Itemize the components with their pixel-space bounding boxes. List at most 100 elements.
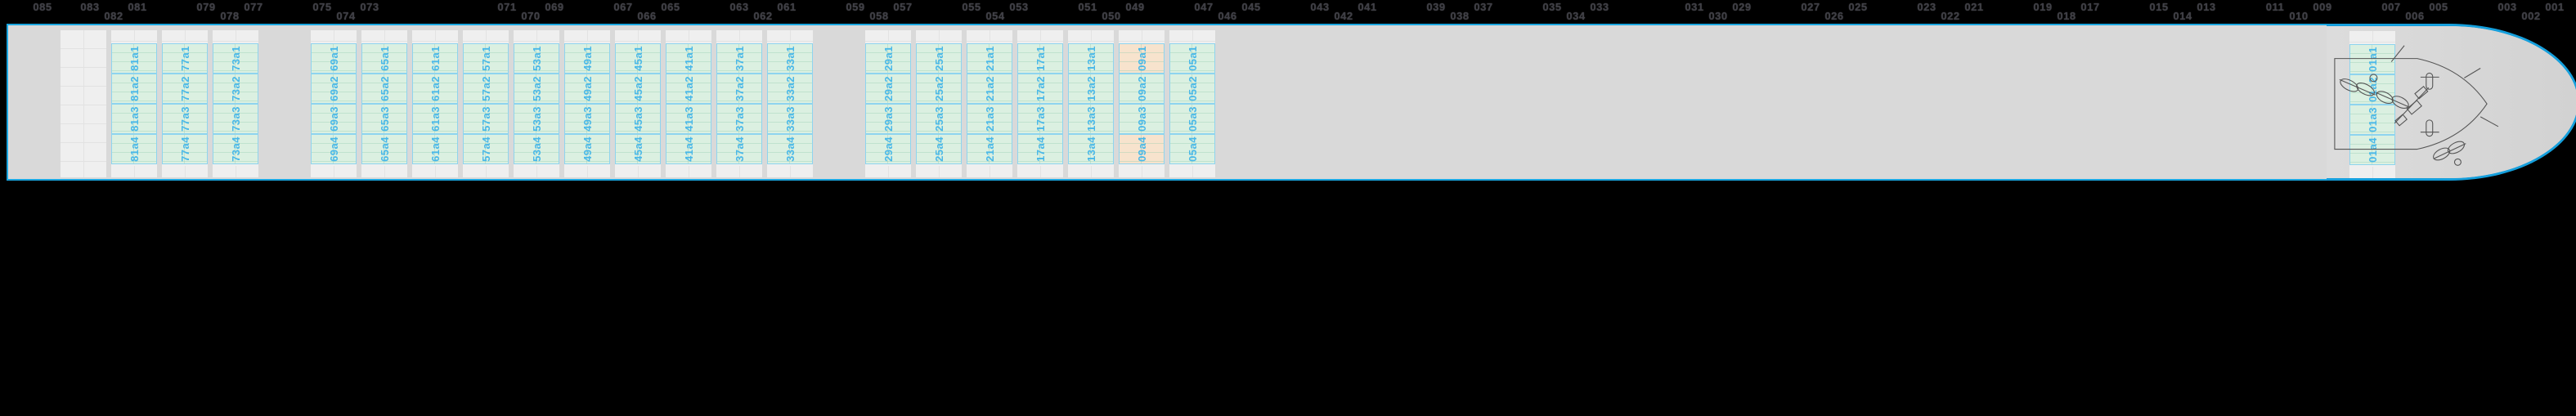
bay-number-069[interactable]: 069 xyxy=(545,1,564,13)
container-slot-41a4[interactable]: 41a4 xyxy=(666,134,711,164)
container-slot-21a2[interactable]: 21a2 xyxy=(967,74,1012,104)
container-slot-53a4[interactable]: 53a4 xyxy=(514,134,559,164)
container-slot-49a3[interactable]: 49a3 xyxy=(564,104,610,134)
container-slot-65a1[interactable]: 65a1 xyxy=(361,43,407,74)
bay-number-037[interactable]: 037 xyxy=(1474,1,1493,13)
container-slot-61a3[interactable]: 61a3 xyxy=(412,104,458,134)
container-slot-29a3[interactable]: 29a3 xyxy=(865,104,911,134)
container-slot-33a1[interactable]: 33a1 xyxy=(767,43,813,74)
bay-number-059[interactable]: 059 xyxy=(846,1,865,13)
container-slot-45a2[interactable]: 45a2 xyxy=(615,74,661,104)
bay-number-015[interactable]: 015 xyxy=(2149,1,2169,13)
bay-number-025[interactable]: 025 xyxy=(1848,1,1868,13)
container-slot-73a3[interactable]: 73a3 xyxy=(213,104,258,134)
container-slot-61a4[interactable]: 61a4 xyxy=(412,134,458,164)
container-slot-09a4[interactable]: 09a4 xyxy=(1119,134,1165,164)
bay-number-078[interactable]: 078 xyxy=(220,10,240,22)
container-slot-13a1[interactable]: 13a1 xyxy=(1068,43,1114,74)
bay-number-051[interactable]: 051 xyxy=(1078,1,1097,13)
container-slot-69a2[interactable]: 69a2 xyxy=(311,74,357,104)
container-slot-33a4[interactable]: 33a4 xyxy=(767,134,813,164)
bay-number-045[interactable]: 045 xyxy=(1241,1,1261,13)
bay-column-empty-a[interactable] xyxy=(61,30,106,177)
container-slot-37a1[interactable]: 37a1 xyxy=(716,43,762,74)
container-slot-69a4[interactable]: 69a4 xyxy=(311,134,357,164)
container-slot-17a1[interactable]: 17a1 xyxy=(1017,43,1063,74)
container-slot-53a3[interactable]: 53a3 xyxy=(514,104,559,134)
bay-number-011[interactable]: 011 xyxy=(2265,1,2285,13)
bay-number-049[interactable]: 049 xyxy=(1125,1,1145,13)
container-slot-53a2[interactable]: 53a2 xyxy=(514,74,559,104)
container-slot-61a1[interactable]: 61a1 xyxy=(412,43,458,74)
container-slot-81a3[interactable]: 81a3 xyxy=(111,104,157,134)
container-slot-29a1[interactable]: 29a1 xyxy=(865,43,911,74)
container-slot-81a1[interactable]: 81a1 xyxy=(111,43,157,74)
bay-number-005[interactable]: 005 xyxy=(2429,1,2448,13)
container-slot-65a3[interactable]: 65a3 xyxy=(361,104,407,134)
container-slot-21a4[interactable]: 21a4 xyxy=(967,134,1012,164)
container-slot-57a4[interactable]: 57a4 xyxy=(463,134,509,164)
bay-number-010[interactable]: 010 xyxy=(2289,10,2309,22)
container-slot-57a2[interactable]: 57a2 xyxy=(463,74,509,104)
bay-number-030[interactable]: 030 xyxy=(1708,10,1728,22)
container-slot-01a2[interactable]: 01a2 xyxy=(2349,74,2395,105)
container-slot-77a3[interactable]: 77a3 xyxy=(162,104,208,134)
bay-number-007[interactable]: 007 xyxy=(2381,1,2401,13)
bay-number-021[interactable]: 021 xyxy=(1964,1,1984,13)
bay-number-081[interactable]: 081 xyxy=(128,1,147,13)
container-slot-01a4[interactable]: 01a4 xyxy=(2349,135,2395,165)
bay-number-035[interactable]: 035 xyxy=(1542,1,1562,13)
container-slot-09a1[interactable]: 09a1 xyxy=(1119,43,1165,74)
bay-number-022[interactable]: 022 xyxy=(1941,10,1960,22)
container-slot-05a3[interactable]: 05a3 xyxy=(1169,104,1215,134)
bay-number-033[interactable]: 033 xyxy=(1590,1,1609,13)
bay-number-065[interactable]: 065 xyxy=(661,1,680,13)
bay-number-026[interactable]: 026 xyxy=(1824,10,1844,22)
container-slot-33a3[interactable]: 33a3 xyxy=(767,104,813,134)
container-slot-13a4[interactable]: 13a4 xyxy=(1068,134,1114,164)
container-slot-13a2[interactable]: 13a2 xyxy=(1068,74,1114,104)
bay-number-023[interactable]: 023 xyxy=(1917,1,1936,13)
container-slot-65a2[interactable]: 65a2 xyxy=(361,74,407,104)
bay-number-062[interactable]: 062 xyxy=(753,10,773,22)
container-slot-05a2[interactable]: 05a2 xyxy=(1169,74,1215,104)
bay-number-046[interactable]: 046 xyxy=(1218,10,1237,22)
container-slot-77a2[interactable]: 77a2 xyxy=(162,74,208,104)
container-slot-65a4[interactable]: 65a4 xyxy=(361,134,407,164)
bay-number-001[interactable]: 001 xyxy=(2545,1,2565,13)
container-slot-37a2[interactable]: 37a2 xyxy=(716,74,762,104)
container-slot-05a4[interactable]: 05a4 xyxy=(1169,134,1215,164)
bay-number-070[interactable]: 070 xyxy=(521,10,541,22)
container-slot-57a1[interactable]: 57a1 xyxy=(463,43,509,74)
bay-number-071[interactable]: 071 xyxy=(497,1,517,13)
bay-number-067[interactable]: 067 xyxy=(613,1,633,13)
container-slot-81a4[interactable]: 81a4 xyxy=(111,134,157,164)
bay-number-039[interactable]: 039 xyxy=(1426,1,1446,13)
container-slot-73a1[interactable]: 73a1 xyxy=(213,43,258,74)
bay-number-073[interactable]: 073 xyxy=(360,1,379,13)
bay-number-018[interactable]: 018 xyxy=(2057,10,2076,22)
bay-number-082[interactable]: 082 xyxy=(104,10,123,22)
bay-number-003[interactable]: 003 xyxy=(2497,1,2517,13)
bay-number-075[interactable]: 075 xyxy=(312,1,332,13)
bay-number-009[interactable]: 009 xyxy=(2313,1,2332,13)
container-slot-77a4[interactable]: 77a4 xyxy=(162,134,208,164)
bay-number-029[interactable]: 029 xyxy=(1732,1,1752,13)
container-slot-09a3[interactable]: 09a3 xyxy=(1119,104,1165,134)
bay-number-057[interactable]: 057 xyxy=(893,1,913,13)
container-slot-25a2[interactable]: 25a2 xyxy=(916,74,962,104)
bay-number-050[interactable]: 050 xyxy=(1102,10,1121,22)
container-slot-45a3[interactable]: 45a3 xyxy=(615,104,661,134)
container-slot-25a1[interactable]: 25a1 xyxy=(916,43,962,74)
bay-number-034[interactable]: 034 xyxy=(1566,10,1586,22)
